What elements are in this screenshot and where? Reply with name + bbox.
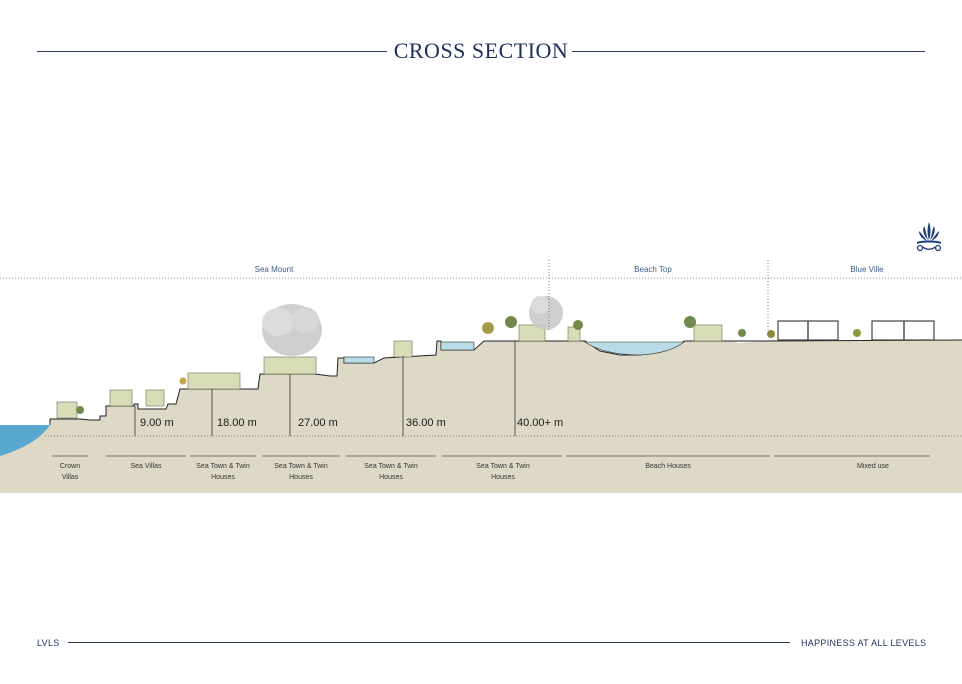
footer-tagline: HAPPINESS AT ALL LEVELS [801, 638, 927, 648]
level-label: 36.00 m [406, 417, 446, 429]
type-label-crown-villas: Crown Villas [50, 461, 90, 483]
town-house-building [187, 372, 241, 390]
type-label-line: Villas [61, 474, 79, 481]
zone-label-sea-mount: Sea Mount [254, 265, 294, 274]
type-label-line: Houses [211, 474, 235, 481]
pool-36m [343, 356, 375, 364]
crown-villa-building [56, 401, 78, 419]
tree [767, 330, 775, 338]
tree [482, 322, 494, 334]
type-label-mixed-use: Mixed use [774, 461, 962, 472]
mixed-use-building [871, 320, 905, 341]
page-title: CROSS SECTION [393, 38, 569, 63]
sea-water [0, 425, 50, 456]
type-label-sea-town: Sea Town & Twin Houses [346, 461, 436, 483]
type-label-line: Sea Town & Twin [476, 463, 530, 470]
type-label-sea-town: Sea Town & Twin Houses [262, 461, 340, 483]
type-label-line: Sea Town & Twin [274, 463, 328, 470]
type-label-line: Crown [59, 463, 81, 470]
sea-villa-building [145, 389, 165, 407]
beach-lagoon [584, 341, 685, 356]
level-markers [134, 341, 516, 436]
tree-canopy [262, 308, 294, 336]
terrain-profile [49, 339, 962, 425]
mixed-use-building [807, 320, 839, 341]
type-label-line: Houses [491, 474, 515, 481]
sea-villa-building [109, 389, 133, 407]
footer-brand: LVLS [37, 638, 60, 648]
level-label: 9.00 m [140, 417, 174, 429]
large-trees [262, 296, 563, 356]
type-label-sea-town: Sea Town & Twin Houses [442, 461, 564, 483]
villa-buildings [56, 324, 723, 419]
mixed-use-frames [777, 320, 935, 341]
beach-house-building [693, 324, 723, 342]
type-label-line: Houses [289, 474, 313, 481]
type-label-line: Sea Villas [130, 463, 162, 470]
zone-label-blue-ville: Blue Ville [850, 265, 884, 274]
level-label: 18.00 m [217, 417, 257, 429]
tree [505, 316, 517, 328]
town-house-building [518, 324, 546, 342]
tree [684, 316, 696, 328]
header-rule-right [572, 51, 925, 52]
header-rule-left [37, 51, 387, 52]
type-label-beach-houses: Beach Houses [566, 461, 770, 472]
type-label-line: Sea Town & Twin [196, 463, 250, 470]
type-label-sea-town: Sea Town & Twin Houses [186, 461, 260, 483]
tree [573, 320, 583, 330]
type-label-line: Houses [379, 474, 403, 481]
tree-canopy [531, 296, 549, 314]
tree-canopy [291, 307, 319, 333]
tree [738, 329, 746, 337]
lotus-wave-icon [916, 222, 942, 252]
terrain-ground [0, 340, 962, 493]
mixed-use-building [903, 320, 935, 341]
tree [853, 329, 861, 337]
type-label-line: Sea Town & Twin [364, 463, 418, 470]
mixed-use-building [777, 320, 809, 341]
town-house-building [263, 356, 317, 375]
type-label-sea-villas: Sea Villas [106, 461, 186, 472]
tree [179, 377, 187, 385]
tree [76, 406, 84, 414]
pool-40m [440, 341, 475, 351]
level-label: 40.00+ m [517, 417, 564, 429]
level-label: 27.00 m [298, 417, 338, 429]
small-trees [76, 316, 861, 414]
type-label-line: Mixed use [857, 463, 889, 470]
type-label-line: Beach Houses [645, 463, 691, 470]
zone-label-beach-top: Beach Top [634, 265, 672, 274]
footer-rule [68, 642, 790, 643]
town-house-building [393, 340, 413, 358]
